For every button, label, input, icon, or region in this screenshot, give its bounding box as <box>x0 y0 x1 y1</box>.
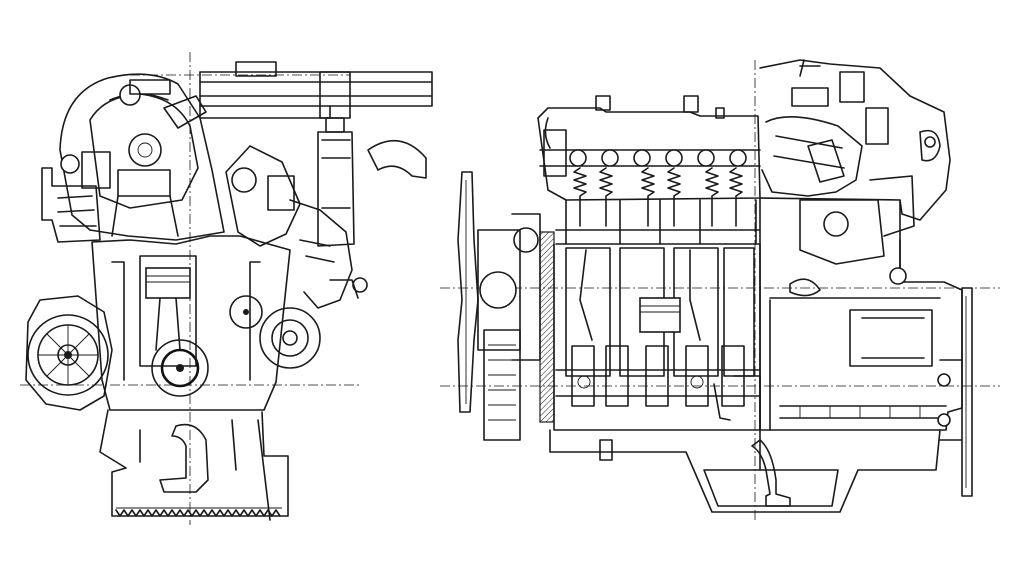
crankshaft-front <box>151 339 209 397</box>
cylinder-4 <box>723 247 755 377</box>
side-cylinder-head <box>537 95 761 201</box>
piston-front <box>145 267 191 299</box>
intake-manifold-pipes <box>199 61 433 119</box>
fuel-filter-canister <box>317 117 427 247</box>
oil-pan-side <box>549 429 941 513</box>
timing-chain <box>539 231 555 423</box>
front-section-view <box>20 52 433 525</box>
combustion-chambers <box>555 199 761 245</box>
carburetor-box <box>41 151 111 243</box>
cooling-fan <box>457 171 479 413</box>
oil-pickup-side <box>751 439 791 507</box>
front-cylinder-block <box>91 235 291 411</box>
cylinder-1 <box>565 247 611 377</box>
rear-block <box>759 197 963 431</box>
oil-pan-front <box>99 409 289 521</box>
front-pulleys <box>477 213 541 441</box>
side-carburetor <box>799 175 915 285</box>
connecting-rod-front <box>155 297 181 351</box>
camshaft <box>128 133 162 167</box>
side-exhaust <box>713 375 761 471</box>
distributor-assembly <box>225 145 368 309</box>
valve-springs <box>573 167 743 227</box>
water-pump <box>229 295 321 369</box>
alternator <box>25 295 113 411</box>
side-cylinder-block <box>553 243 761 431</box>
side-section-view <box>440 59 1000 520</box>
oil-pan-ribs <box>115 509 281 517</box>
oil-pickup <box>159 423 209 493</box>
cylinder-head <box>59 73 225 241</box>
flywheel-flange <box>937 287 973 497</box>
starter-motor <box>849 309 933 367</box>
piston-side <box>639 297 681 333</box>
side-intake-manifold <box>759 59 951 221</box>
